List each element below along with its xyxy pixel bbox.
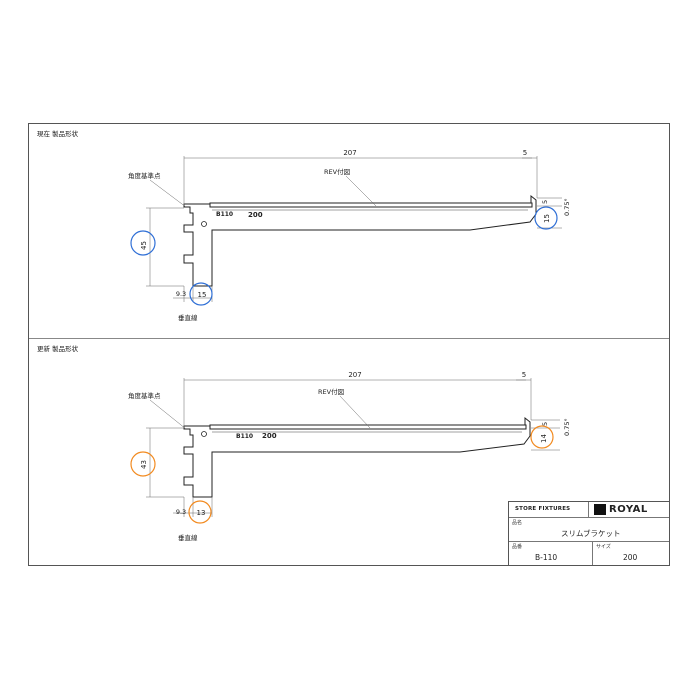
company-name: STORE FIXTURES: [515, 506, 571, 512]
section-divider: [29, 338, 669, 339]
highlight-width: [189, 282, 213, 306]
callout-angle-ref: 角度基準点: [128, 391, 161, 400]
title-block-part-row: 品番 B-110 サイズ 200: [509, 542, 669, 565]
brand-name: ROYAL: [609, 504, 648, 515]
bracket-outline: [183, 194, 537, 287]
dim-tip-height: 5: [541, 200, 549, 204]
drawing-sheet: 現在 製品形状 更新 製品形状: [28, 123, 670, 566]
name-label: 品名: [512, 520, 523, 526]
dim-width: 13: [197, 509, 206, 517]
callout-rev: REV付図: [318, 387, 344, 396]
highlight-height: [130, 451, 156, 477]
callout-plumb: 垂直線: [178, 313, 198, 322]
stamp-size: 200: [262, 432, 277, 440]
bracket-hole: [201, 431, 207, 437]
highlight-width: [188, 500, 212, 524]
dim-tip-height: 5: [541, 422, 549, 426]
stamp-size: 200: [248, 211, 263, 219]
dim-width: 15: [198, 291, 207, 299]
dim-tip-depth: 15: [543, 214, 551, 223]
part-value: B-110: [535, 553, 558, 562]
dim-offset: 9.3: [176, 508, 186, 516]
dim-offset: 9.3: [176, 290, 186, 298]
name-value: スリムブラケット: [561, 529, 621, 538]
dim-tip-depth: 14: [540, 434, 548, 443]
dim-height: 43: [140, 460, 148, 469]
bracket-top-rail: [209, 424, 527, 430]
title-block: STORE FIXTURES ROYAL 品名 スリムブラケット 品番 B-11…: [508, 501, 670, 566]
bracket-drawing-current: B110 200 207 5 角度基準点 REV付図 5 0.75° 15 45: [128, 149, 571, 322]
stamp-code: B110: [236, 433, 253, 440]
dim-height: 45: [140, 241, 148, 250]
size-label: サイズ: [596, 544, 611, 550]
section-label-current: 現在 製品形状: [37, 130, 79, 138]
title-block-name-row: 品名 スリムブラケット: [509, 518, 669, 542]
callout-angle-ref: 角度基準点: [128, 171, 161, 180]
stamp-code: B110: [216, 211, 233, 218]
highlight-tip-depth: [530, 425, 554, 449]
dim-length: 207: [348, 371, 361, 379]
dim-length: 207: [343, 149, 356, 157]
size-value: 200: [623, 553, 638, 562]
bracket-hole: [201, 221, 207, 227]
highlight-tip-depth: [534, 206, 558, 230]
part-label: 品番: [512, 544, 523, 550]
bracket-top-rail: [209, 202, 533, 208]
dim-tip: 5: [522, 371, 526, 379]
bracket-outline: [183, 416, 531, 498]
dim-angle: 0.75°: [563, 198, 571, 216]
callout-plumb: 垂直線: [178, 533, 198, 542]
dim-angle: 0.75°: [563, 418, 571, 436]
callout-rev: REV付図: [324, 167, 350, 176]
title-block-header: STORE FIXTURES ROYAL: [509, 502, 669, 518]
bracket-drawing-updated: B110 200 207 5 角度基準点 REV付図 5 0.75° 14 43…: [128, 371, 571, 542]
dim-tip: 5: [523, 149, 527, 157]
royal-logo-icon: [594, 504, 606, 515]
section-label-updated: 更新 製品形状: [37, 345, 79, 353]
highlight-height: [130, 230, 156, 256]
